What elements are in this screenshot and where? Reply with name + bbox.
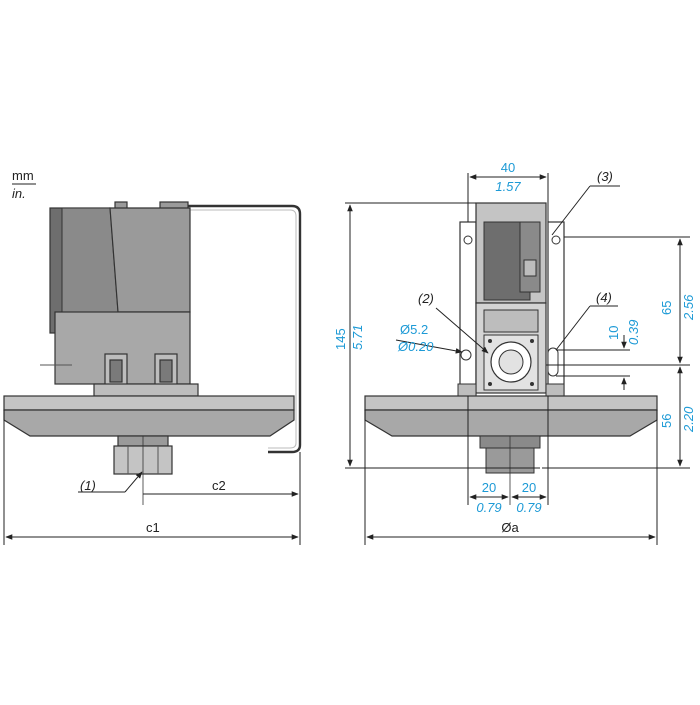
- side-boss-right-inner: [159, 359, 173, 383]
- dim-hole-mm: Ø5.2: [400, 322, 428, 337]
- front-screw-3: [488, 382, 492, 386]
- front-base-plate-bottom: [364, 409, 658, 437]
- dim-hole-leader: [395, 339, 463, 354]
- side-base-plate-bottom: [3, 409, 295, 437]
- dim-145-mm: 145: [333, 328, 348, 350]
- front-lower-cap: [483, 309, 539, 333]
- front-foot-right: [545, 383, 565, 397]
- dim-10-in: 0.39: [626, 320, 641, 345]
- front-window-side: [519, 221, 541, 293]
- side-boss-left-inner: [109, 359, 123, 383]
- dim-10-mm: 10: [606, 326, 621, 340]
- callout-3-leader: [551, 185, 591, 236]
- front-screw-1: [488, 339, 492, 343]
- callout-1-leader-arrow: [124, 471, 143, 493]
- side-bracket: [175, 204, 302, 454]
- callout-4-leader: [555, 305, 591, 351]
- unit-mm: mm: [12, 168, 34, 183]
- unit-in: in.: [12, 186, 26, 201]
- units-legend: mm in.: [12, 168, 36, 201]
- front-base-plate-top: [364, 395, 658, 411]
- front-connector-core: [498, 349, 524, 375]
- dim-40-in: 1.57: [495, 179, 521, 194]
- front-view: 40 1.57 145 5.71 (3) 65 2.56 (4) 10 0.39…: [333, 160, 696, 545]
- front-mount-hole: [460, 349, 472, 361]
- front-mount-slot: [547, 347, 559, 377]
- front-foot-left: [457, 383, 477, 397]
- dim-145-in: 5.71: [350, 325, 365, 350]
- dim-20-right-mm: 20: [522, 480, 536, 495]
- callout-2: (2): [418, 291, 434, 306]
- dim-65-mm: 65: [659, 301, 674, 315]
- front-adjuster: [523, 259, 537, 277]
- dim-65-in: 2.56: [681, 294, 696, 321]
- callout-2-leader: [435, 307, 489, 354]
- side-base-plate-top: [3, 395, 295, 411]
- side-bracket-inner: [175, 209, 297, 449]
- dim-c2-label: c2: [212, 478, 226, 493]
- dim-20-left-in: 0.79: [476, 500, 501, 515]
- front-bracket-hole-top-right: [551, 235, 561, 245]
- dim-56-in: 2.20: [681, 406, 696, 433]
- side-housing-right: [109, 207, 191, 313]
- dim-56-mm: 56: [659, 414, 674, 428]
- side-plate-step: [93, 383, 199, 397]
- front-screw-2: [530, 339, 534, 343]
- dim-40-mm: 40: [501, 160, 515, 175]
- front-screw-4: [530, 382, 534, 386]
- dim-c1-label: c1: [146, 520, 160, 535]
- front-bracket-left: [459, 221, 477, 398]
- dim-hole-in: Ø0.20: [397, 339, 434, 354]
- callout-3: (3): [597, 169, 613, 184]
- side-view: (1) c2 c1: [3, 201, 302, 545]
- front-bracket-hole-top-left: [463, 235, 473, 245]
- callout-1: (1): [80, 478, 96, 493]
- callout-4: (4): [596, 290, 612, 305]
- dim-20-left-mm: 20: [482, 480, 496, 495]
- dim-20-right-in: 0.79: [516, 500, 541, 515]
- dim-a-label: Øa: [501, 520, 519, 535]
